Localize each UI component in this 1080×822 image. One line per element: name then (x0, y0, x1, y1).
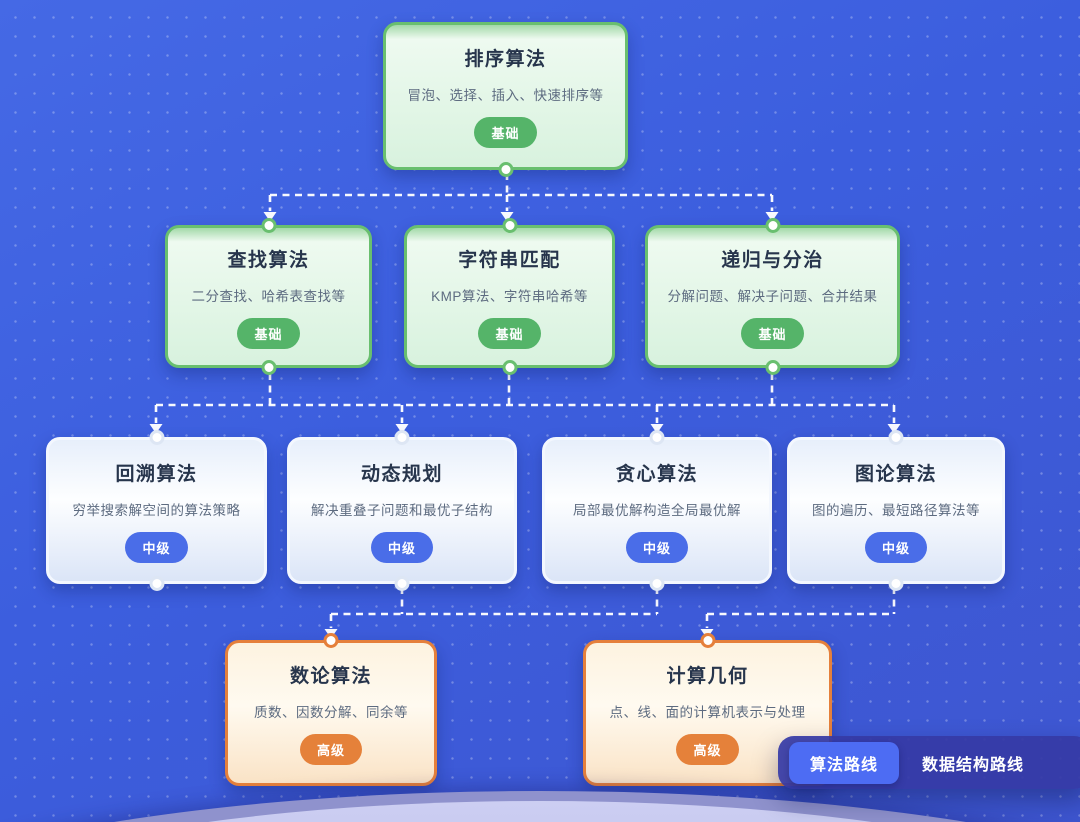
edge-row3-to-row4 (324, 587, 896, 639)
node-backtracking[interactable]: 回溯算法 穷举搜索解空间的算法策略 中级 (46, 430, 267, 591)
connector-dot (765, 218, 780, 233)
node-desc: KMP算法、字符串哈希等 (431, 288, 588, 304)
connector-dot (765, 360, 780, 375)
node-greedy-algorithms[interactable]: 贪心算法 局部最优解构造全局最优解 中级 (542, 430, 772, 591)
node-title: 图论算法 (854, 463, 937, 485)
level-badge: 基础 (237, 317, 300, 349)
node-desc: 冒泡、选择、插入、快速排序等 (407, 88, 604, 103)
node-desc: 点、线、面的计算机表示与处理 (609, 705, 806, 720)
level-badge: 基础 (741, 317, 804, 349)
level-badge: 基础 (478, 317, 541, 349)
connector-dot (888, 576, 904, 591)
node-number-theory[interactable]: 数论算法 质数、因数分解、同余等 高级 (225, 633, 437, 786)
node-title: 字符串匹配 (458, 249, 561, 271)
connector-dot (502, 360, 517, 375)
node-desc: 二分查找、哈希表查找等 (191, 288, 346, 304)
connector-dot (149, 430, 164, 445)
connector-dot (394, 430, 410, 445)
node-title: 排序算法 (464, 49, 547, 70)
node-desc: 解决重叠子问题和最优子结构 (311, 502, 493, 518)
connector-dot (888, 430, 904, 445)
node-desc: 图的遍历、最短路径算法等 (812, 502, 980, 518)
node-title: 数论算法 (289, 666, 372, 687)
node-recursion-divide-conquer[interactable]: 递归与分治 分解问题、解决子问题、合并结果 基础 (645, 218, 900, 375)
edge-row2-to-row3 (149, 373, 901, 434)
node-title: 查找算法 (227, 249, 310, 271)
level-badge: 中级 (370, 531, 433, 563)
connector-dot (649, 430, 665, 445)
connector-dot (394, 576, 410, 591)
connector-dot (261, 360, 276, 375)
node-graph-algorithms[interactable]: 图论算法 图的遍历、最短路径算法等 中级 (787, 430, 1005, 591)
node-desc: 穷举搜索解空间的算法策略 (72, 502, 241, 518)
route-tab-bar: 算法路线 数据结构路线 (778, 736, 1080, 789)
node-title: 递归与分治 (721, 249, 824, 271)
level-badge: 高级 (299, 734, 362, 765)
level-badge: 基础 (474, 117, 537, 148)
connector-dot (700, 633, 715, 648)
edge-sorting-to-row2 (263, 173, 779, 222)
connector-dot (149, 576, 164, 591)
node-dynamic-programming[interactable]: 动态规划 解决重叠子问题和最优子结构 中级 (287, 430, 517, 591)
node-desc: 分解问题、解决子问题、合并结果 (667, 288, 878, 304)
node-title: 贪心算法 (615, 463, 698, 485)
tab-data-structure-route[interactable]: 数据结构路线 (922, 756, 1025, 774)
connector-dot (498, 162, 513, 177)
tab-algorithm-route[interactable]: 算法路线 (789, 741, 900, 784)
connector-dot (502, 218, 517, 233)
level-badge: 中级 (125, 531, 188, 563)
node-title: 回溯算法 (115, 463, 198, 485)
connector-dot (261, 218, 276, 233)
node-string-matching[interactable]: 字符串匹配 KMP算法、字符串哈希等 基础 (404, 218, 615, 375)
level-badge: 高级 (676, 734, 739, 765)
level-badge: 中级 (864, 531, 927, 563)
node-sorting-algorithms[interactable]: 排序算法 冒泡、选择、插入、快速排序等 基础 (383, 22, 628, 177)
connector-dot (649, 576, 665, 591)
node-title: 动态规划 (360, 463, 443, 485)
node-title: 计算几何 (666, 666, 749, 687)
node-desc: 质数、因数分解、同余等 (254, 705, 408, 720)
node-search-algorithms[interactable]: 查找算法 二分查找、哈希表查找等 基础 (165, 218, 372, 375)
node-desc: 局部最优解构造全局最优解 (573, 502, 741, 518)
connector-dot (323, 633, 339, 648)
level-badge: 中级 (625, 531, 688, 563)
